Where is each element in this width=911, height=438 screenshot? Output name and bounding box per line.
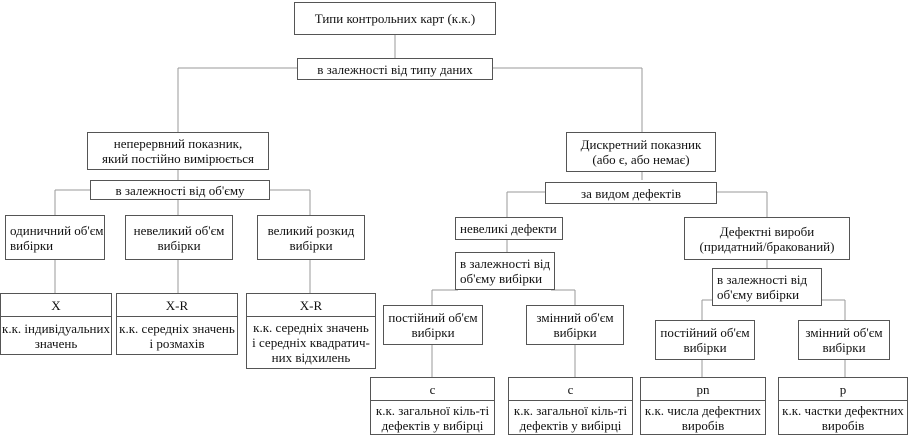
card-p-symbol: p [779, 378, 907, 401]
single-volume-line1: одиничний об'єм [10, 222, 104, 238]
card-xs-line2: і середніх квадратич- [252, 335, 370, 350]
card-x-symbol: X [1, 294, 111, 317]
card-x-line1: к.к. індивідуальних [2, 320, 110, 336]
discrete-line2: (або є, або немає) [592, 152, 690, 167]
minor-constant-volume-node: постійний об'єм вибірки [383, 305, 483, 345]
minor-variable-line1: змінний об'єм [536, 310, 614, 325]
defective-by-volume-node: в залежності від об'єму вибірки [712, 268, 822, 306]
continuous-line2: який постійно вимірюється [101, 151, 255, 166]
card-c1-node: c к.к. загальної кіль-ті дефектів у вибі… [370, 377, 495, 435]
discrete-line1: Дискретний показник [580, 137, 702, 152]
card-pn-node: pn к.к. числа дефектних виробів [640, 377, 766, 435]
card-p-line1: к.к. частки дефектних [782, 402, 904, 418]
continuous-by-volume-label: в залежності від об'єму [115, 182, 245, 198]
card-pn-symbol: pn [641, 378, 765, 401]
defective-line1: Дефектні вироби [719, 223, 815, 239]
card-c1-symbol: c [371, 378, 494, 401]
card-xs-line1: к.к. середніх значень [253, 320, 369, 335]
card-c1-line1: к.к. загальної кіль-ті [375, 402, 490, 418]
defective-by-volume-line1: в залежності від [717, 272, 808, 287]
defective-constant-volume-node: постійний об'єм вибірки [655, 320, 755, 360]
card-pn-line2: виробів [681, 417, 725, 433]
card-x-node: X к.к. індивідуальних значень [0, 293, 112, 355]
by-data-type-label: в залежності від типу даних [317, 61, 473, 77]
small-volume-line2: вибірки [157, 237, 201, 253]
root-label: Типи контрольних карт (к.к.) [314, 11, 476, 26]
minor-variable-volume-node: змінний об'єм вибірки [526, 305, 624, 345]
card-pn-line1: к.к. числа дефектних [644, 402, 762, 418]
continuous-line1: неперервний показник, [113, 136, 243, 151]
small-volume-node: невеликий об'єм вибірки [125, 215, 233, 260]
card-c2-symbol: c [509, 378, 632, 401]
discrete-node: Дискретний показник (або є, або немає) [566, 132, 716, 172]
single-volume-line2: вибірки [10, 237, 54, 253]
large-spread-line1: великий розкид [267, 222, 355, 238]
by-defect-type-node: за видом дефектів [545, 182, 717, 204]
minor-by-volume-node: в залежності від об'єму вибірки [455, 252, 555, 290]
card-xs-node: X-R к.к. середніх значень і середніх ква… [246, 293, 376, 369]
defective-line2: (придатний/бракований) [699, 238, 835, 254]
card-xr-line1: к.к. середніх значень [119, 320, 235, 336]
card-xs-symbol: X-R [247, 294, 375, 317]
by-defect-type-label: за видом дефектів [581, 185, 681, 201]
minor-constant-line2: вибірки [411, 325, 455, 340]
by-data-type-node: в залежності від типу даних [297, 58, 493, 80]
card-xs-line3: них відхилень [271, 350, 351, 365]
card-xr-line2: і розмахів [149, 335, 205, 351]
defective-constant-line1: постійний об'єм [660, 325, 750, 340]
defective-items-node: Дефектні вироби (придатний/бракований) [684, 217, 850, 260]
defective-variable-volume-node: змінний об'єм вибірки [798, 320, 890, 360]
large-spread-node: великий розкид вибірки [257, 215, 365, 260]
minor-by-volume-line2: об'єму вибірки [460, 271, 543, 286]
continuous-by-volume-node: в залежності від об'єму [90, 180, 270, 200]
card-c2-node: c к.к. загальної кіль-ті дефектів у вибі… [508, 377, 633, 435]
minor-variable-line2: вибірки [553, 325, 597, 340]
defective-constant-line2: вибірки [683, 340, 727, 355]
card-c1-line2: дефектів у вибірці [381, 417, 484, 433]
defective-by-volume-line2: об'єму вибірки [717, 287, 800, 302]
minor-constant-line1: постійний об'єм [388, 310, 478, 325]
defective-variable-line2: вибірки [822, 340, 866, 355]
small-volume-line1: невеликий об'єм [133, 222, 225, 238]
large-spread-line2: вибірки [289, 237, 333, 253]
single-volume-node: одиничний об'єм вибірки [5, 215, 105, 260]
card-x-line2: значень [34, 335, 78, 351]
minor-by-volume-line1: в залежності від [460, 256, 551, 271]
card-p-line2: виробів [821, 417, 865, 433]
defective-variable-line1: змінний об'єм [805, 325, 883, 340]
card-c2-line2: дефектів у вибірці [519, 417, 622, 433]
minor-defects-label: невеликі дефекти [460, 221, 557, 236]
card-c2-line1: к.к. загальної кіль-ті [513, 402, 628, 418]
card-xr-symbol: X-R [117, 294, 237, 317]
card-xr-node: X-R к.к. середніх значень і розмахів [116, 293, 238, 355]
root-node: Типи контрольних карт (к.к.) [294, 2, 496, 35]
card-p-node: p к.к. частки дефектних виробів [778, 377, 908, 435]
minor-defects-node: невеликі дефекти [455, 217, 563, 240]
continuous-node: неперервний показник, який постійно вимі… [87, 132, 269, 170]
